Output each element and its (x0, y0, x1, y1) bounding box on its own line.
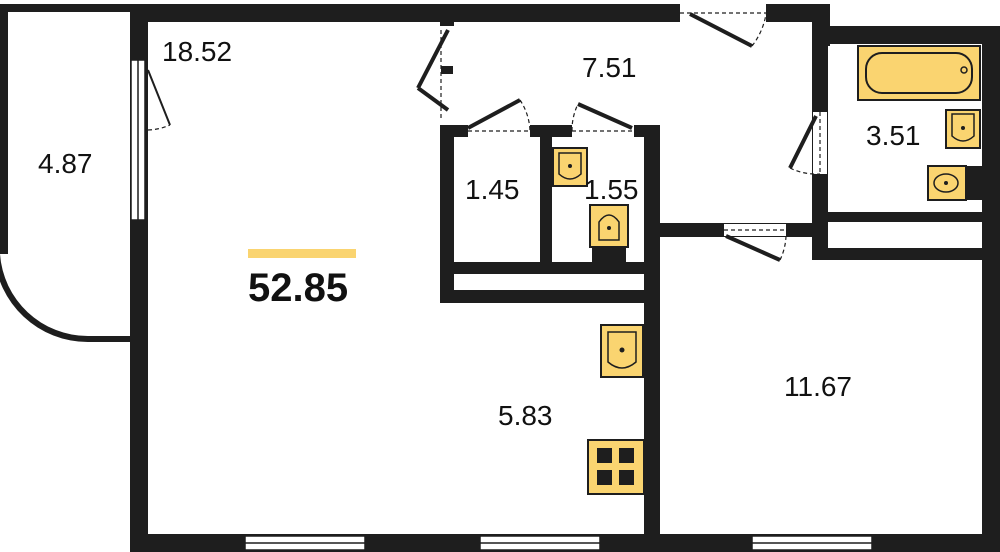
loggia-top-wall (0, 4, 140, 12)
bathroom-shelf-wall (812, 212, 982, 222)
stove-icon (587, 439, 645, 495)
kitchen-right-wall (644, 125, 660, 534)
windows (130, 59, 873, 551)
right-wall (982, 26, 1000, 552)
room-area-storage: 1.45 (465, 174, 520, 205)
storage-left-wall (440, 125, 454, 303)
room-area-bathroom: 3.51 (866, 120, 921, 151)
total-area-accent-bar (248, 249, 356, 258)
bathroom-bottom-wall (812, 248, 982, 260)
wc-bottom-wall (444, 262, 648, 274)
room-area-toilet: 1.55 (584, 174, 639, 205)
room-area-bedroom: 11.67 (784, 371, 852, 402)
sink-icon (552, 147, 588, 187)
bathtub-icon (857, 45, 981, 101)
top-wall (130, 4, 830, 22)
right-top-wall (812, 26, 1000, 44)
sink-icon (600, 324, 644, 378)
washing-machine-icon (927, 165, 982, 201)
loggia-curve (0, 254, 130, 343)
storage-wc-divider (540, 125, 552, 265)
hall-partition-stub (440, 18, 454, 26)
room-area-kitchen: 5.83 (498, 400, 553, 431)
room-area-loggia: 4.87 (38, 148, 93, 179)
kitchen-top-wall (444, 290, 656, 303)
sink-icon (945, 109, 981, 149)
room-area-hallway: 7.51 (582, 52, 637, 83)
room-area-living: 18.52 (162, 36, 233, 67)
loggia-walls (0, 4, 140, 343)
doors (147, 4, 827, 262)
loggia-left-wall (0, 4, 8, 254)
toilet-icon (589, 204, 629, 262)
total-area: 52.85 (248, 266, 349, 310)
